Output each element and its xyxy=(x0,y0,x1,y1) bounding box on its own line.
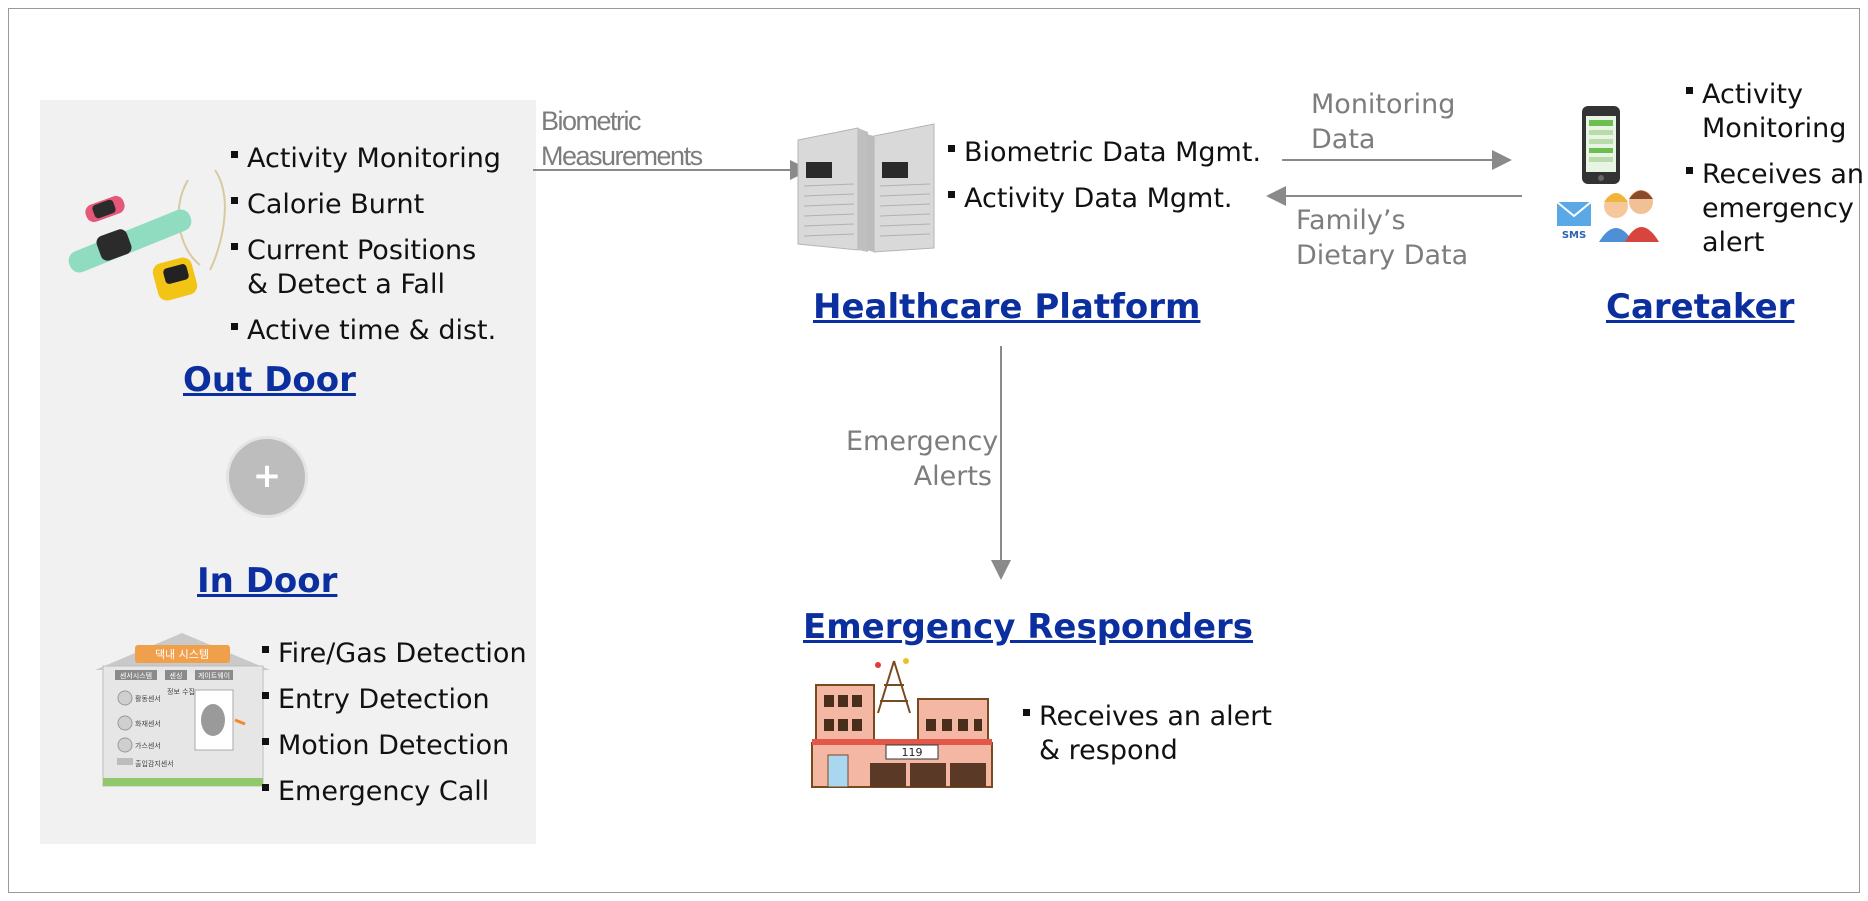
platform-feature-list: Biometric Data Mgmt. Activity Data Mgmt. xyxy=(948,136,1261,228)
platform-item-activity: Activity Data Mgmt. xyxy=(948,182,1261,216)
indoor-image-label: 센싱 xyxy=(170,671,183,680)
indoor-image-label: 정보 수집 xyxy=(167,687,195,696)
responders-item-alert: Receives an alert& respond xyxy=(1023,700,1272,768)
indoor-item-motion: Motion Detection xyxy=(262,729,527,763)
platform-item-biometric: Biometric Data Mgmt. xyxy=(948,136,1261,170)
sms-label: SMS xyxy=(1562,230,1586,241)
wearable-devices-image xyxy=(68,169,226,301)
outdoor-item-calorie: Calorie Burnt xyxy=(231,188,501,222)
server-icon xyxy=(797,123,935,253)
indoor-image-sign: 댁내 시스템 xyxy=(155,648,209,661)
indoor-feature-list: Fire/Gas Detection Entry Detection Motio… xyxy=(262,637,527,821)
outdoor-item-active-time: Active time & dist. xyxy=(231,314,501,348)
responders-title[interactable]: Emergency Responders xyxy=(803,607,1254,647)
indoor-title[interactable]: In Door xyxy=(197,561,338,601)
outdoor-item-position: Current Positions& Detect a Fall xyxy=(231,234,501,302)
fire-station-icon: 119 xyxy=(811,658,993,788)
indoor-image-label: 활동센서 xyxy=(135,694,161,703)
outdoor-title[interactable]: Out Door xyxy=(183,360,356,400)
indoor-image-label: 화재센서 xyxy=(135,719,161,728)
indoor-item-entry: Entry Detection xyxy=(262,683,527,717)
outdoor-feature-list: Activity Monitoring Calorie Burnt Curren… xyxy=(231,142,501,360)
responders-feature-list: Receives an alert& respond xyxy=(1023,700,1272,780)
outdoor-item-activity: Activity Monitoring xyxy=(231,142,501,176)
indoor-image-label: 가스센서 xyxy=(135,741,161,750)
station-number: 119 xyxy=(902,746,923,759)
indoor-system-image: 댁내 시스템 센서시스템 센싱 게이트웨이 활동센서 정보 수집 화재센서 가스… xyxy=(95,633,270,787)
indoor-image-label: 게이트웨이 xyxy=(198,671,230,680)
indoor-image-label: 출입감지센서 xyxy=(135,759,174,768)
caretaker-image: SMS xyxy=(1556,106,1659,242)
indoor-image-label: 센서시스템 xyxy=(120,671,152,680)
indoor-item-emergency-call: Emergency Call xyxy=(262,775,527,809)
plus-icon: + xyxy=(226,436,308,518)
caretaker-title[interactable]: Caretaker xyxy=(1606,287,1795,327)
platform-title[interactable]: Healthcare Platform xyxy=(813,287,1201,327)
indoor-item-fire-gas: Fire/Gas Detection xyxy=(262,637,527,671)
